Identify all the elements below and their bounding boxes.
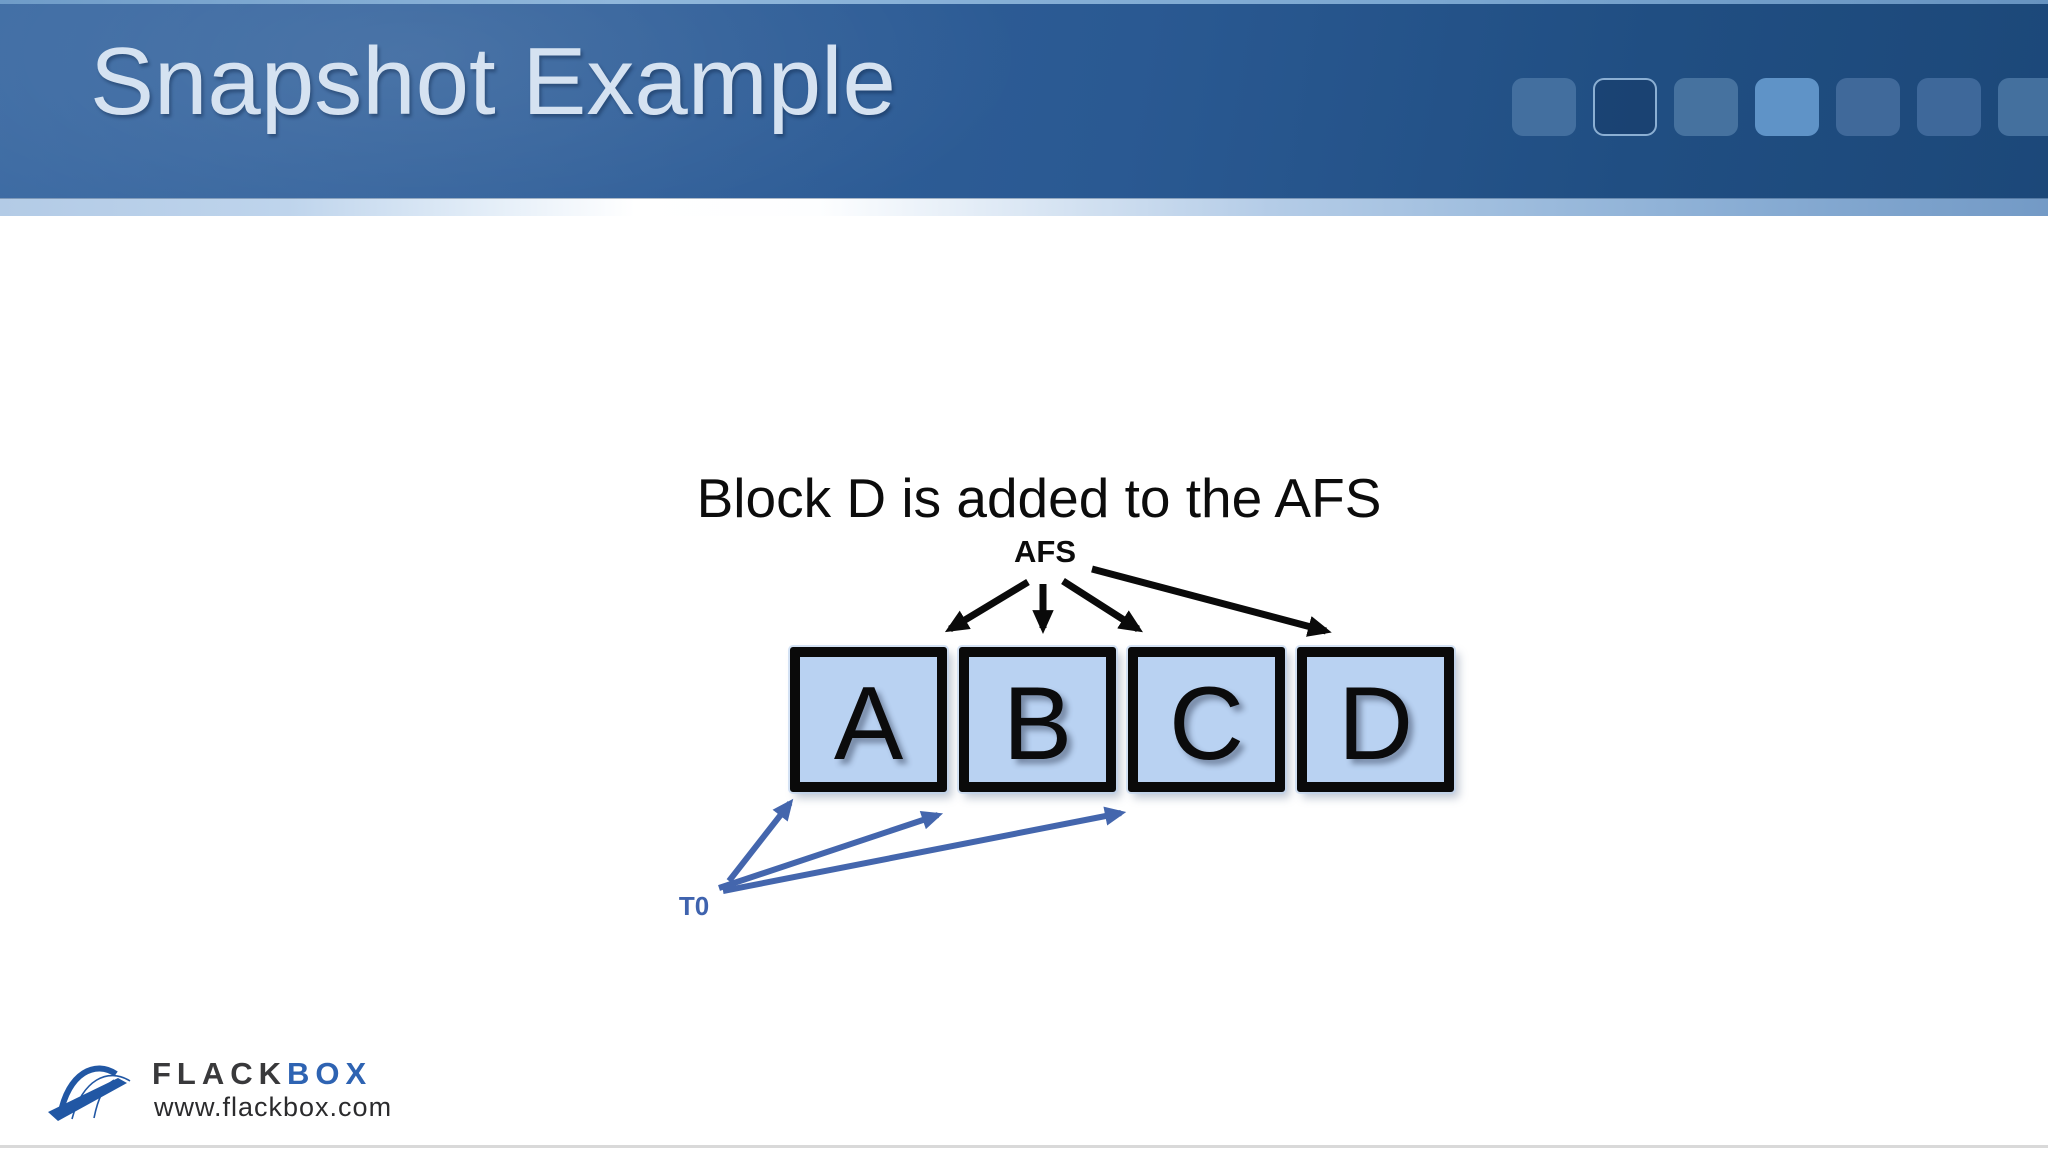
logo-wordmark-flack: FLACK [152,1056,288,1091]
afs-label: AFS [1014,534,1076,569]
block-c: C [1128,647,1285,792]
t0-arrow-to-block-c [722,806,1127,894]
header-banner-strip [0,198,2048,216]
diagram-caption: Block D is added to the AFS [696,467,1382,529]
t0-arrow-to-block-a [726,798,794,883]
decor-square-5 [1836,78,1900,136]
block-b-letter: B [1002,665,1073,782]
decor-square-2-outlined [1593,78,1657,136]
block-d: D [1297,647,1454,792]
decor-square-3 [1674,78,1738,136]
block-b: B [959,647,1116,792]
flackbox-logo: FLACKBOX www.flackbox.com [48,1048,448,1128]
afs-arrow-to-block-d [1091,565,1332,637]
block-d-letter: D [1337,665,1414,782]
slide-title: Snapshot Example [90,28,896,135]
bridge-icon [48,1065,131,1121]
logo-wordmark: FLACKBOX [152,1056,372,1092]
decor-squares [1512,78,2048,136]
decor-square-6 [1917,78,1981,136]
t0-arrow-to-block-b [718,810,944,891]
t0-label: T0 [678,891,710,921]
block-a: A [790,647,947,792]
block-c-letter: C [1168,665,1245,782]
afs-arrow-to-block-a [944,579,1030,633]
logo-url: www.flackbox.com [154,1092,393,1122]
bottom-divider [0,1145,2048,1148]
block-a-letter: A [833,665,904,782]
logo-wordmark-box: BOX [287,1056,373,1091]
decor-square-1 [1512,78,1576,136]
decor-square-7 [1998,78,2048,136]
decor-square-4-highlight [1755,78,1819,136]
afs-arrow-to-block-c [1061,578,1144,633]
header-banner: Snapshot Example [0,0,2048,198]
